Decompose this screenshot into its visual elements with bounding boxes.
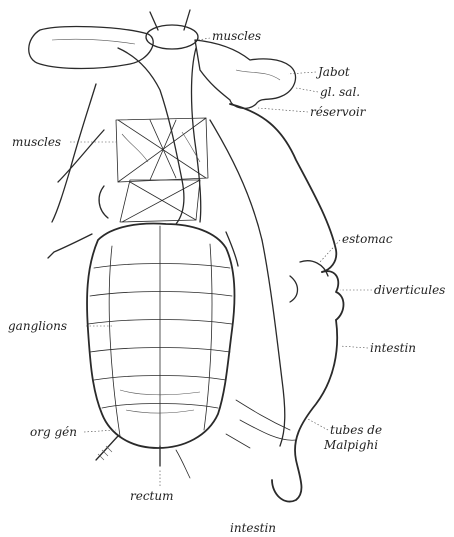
label-diverticules: diverticules: [374, 283, 445, 297]
abdomen: [87, 224, 234, 448]
label-muscles-top: muscles: [212, 29, 261, 43]
reservoir-sac: [210, 104, 336, 272]
label-jabot: Jabot: [315, 65, 350, 79]
label-intestin-right: intestin: [370, 341, 416, 355]
label-muscles-left: muscles: [12, 135, 61, 149]
label-ganglions: ganglions: [8, 319, 67, 333]
thorax: [99, 48, 208, 224]
gut: [226, 240, 344, 502]
label-rectum: rectum: [130, 489, 174, 503]
label-intestin-bottom: intestin: [230, 521, 276, 535]
label-org-gen: org gén: [30, 425, 77, 439]
label-reservoir: réservoir: [310, 105, 367, 119]
label-malpighi: Malpighi: [323, 438, 378, 452]
label-gl-sal: gl. sal.: [320, 85, 360, 99]
legs: [48, 84, 238, 266]
label-estomac: estomac: [342, 232, 393, 246]
org-gen-and-rectum: [96, 436, 190, 478]
label-tubes-de: tubes de: [330, 423, 382, 437]
labels: muscles Jabot gl. sal. réservoir muscles…: [8, 29, 445, 535]
